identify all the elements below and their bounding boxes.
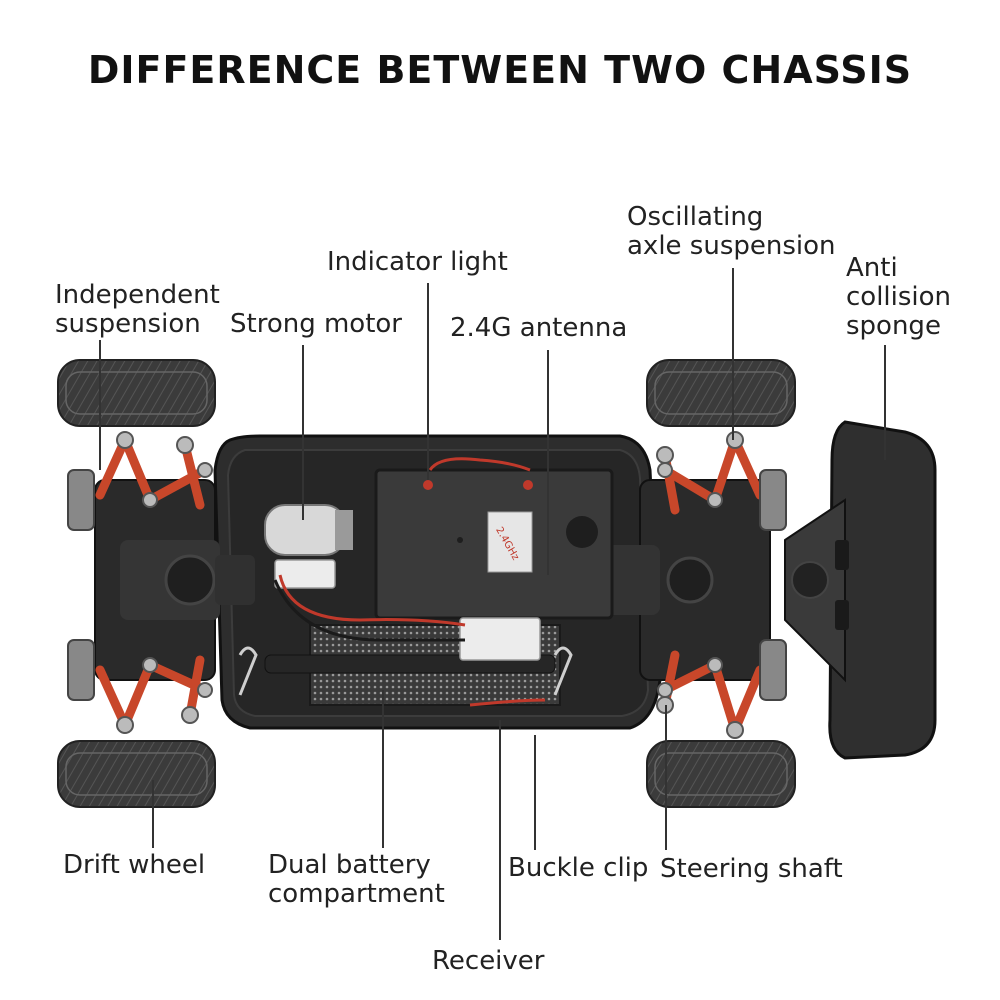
left-shock-absorbers — [67, 469, 95, 701]
left-axle-housing — [94, 479, 255, 681]
wires — [273, 457, 546, 707]
leader-lines — [99, 268, 886, 940]
right-axle-housing — [600, 479, 771, 681]
page-title: DIFFERENCE BETWEEN TWO CHASSIS — [87, 48, 913, 92]
wheel-front-left — [57, 359, 216, 427]
buckle-clips — [238, 646, 573, 696]
label-oscillating-axle-suspension: Oscillating axle suspension — [627, 202, 836, 261]
label-receiver: Receiver — [432, 946, 545, 976]
label-anti-collision-sponge: Anti collision sponge — [846, 253, 952, 341]
wheel-rear-right — [646, 740, 796, 808]
anti-collision-sponge — [784, 420, 937, 760]
label-buckle-clip: Buckle clip — [508, 853, 649, 883]
wheel-front-right — [646, 359, 796, 427]
receiver-box: 2.4GHz — [374, 468, 614, 620]
left-pivot-balls — [116, 431, 213, 734]
left-suspension — [95, 435, 210, 730]
label-dual-battery-compartment: Dual battery compartment — [268, 850, 445, 909]
motor — [264, 504, 353, 556]
label-steering-shaft: Steering shaft — [660, 854, 843, 884]
wheel-rear-left — [57, 740, 216, 808]
battery-compartment — [264, 617, 561, 706]
label-strong-motor: Strong motor — [230, 309, 402, 339]
motor-connector — [274, 559, 336, 589]
label-independent-suspension: Independent suspension — [55, 280, 220, 339]
label-indicator-light: Indicator light — [327, 247, 508, 277]
label-antenna: 2.4G antenna — [450, 313, 628, 343]
right-shock-absorbers — [759, 469, 787, 701]
label-drift-wheel: Drift wheel — [63, 850, 206, 880]
right-pivot-balls — [656, 431, 744, 739]
